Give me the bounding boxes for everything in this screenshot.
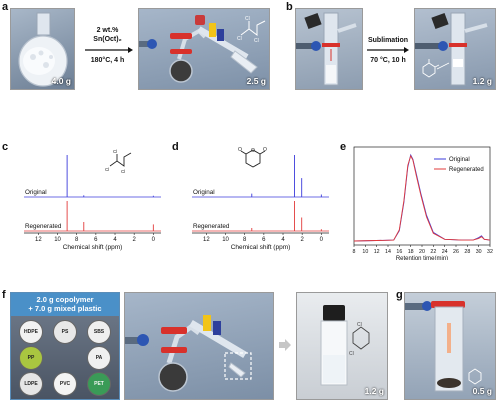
nmr-series-label: Original (193, 189, 215, 196)
panel-label-c: c (2, 141, 9, 153)
nmr-tick-label: 6 (94, 237, 98, 243)
nmr-tick-label: 4 (113, 237, 117, 243)
nmr-series-label: Original (25, 189, 47, 196)
svg-text:O: O (251, 148, 255, 154)
nmr-tick-label: 8 (75, 237, 79, 243)
nmr-series-label: Regenerated (25, 223, 62, 230)
gpc-tick-label: 26 (453, 249, 459, 255)
start-mass-label: 4.0 g (51, 76, 71, 86)
process-arrow-f (279, 339, 291, 351)
nmr-tick-label: 12 (203, 237, 210, 243)
photo-mixed-plastic-setup (124, 292, 274, 400)
photo-glutaric-anhydride-product: 0.5 g (404, 292, 496, 400)
photo-regenerated-liquid-vial: Cl Cl 1.2 g (296, 292, 388, 400)
product-mass-g: 0.5 g (472, 386, 492, 396)
nmr-tick-label: 2 (133, 237, 137, 243)
mixed-plastic-panel: 2.0 g copolymer + 7.0 g mixed plastic HD… (10, 292, 120, 400)
plastic-sample-ldpe: LDPE (19, 372, 43, 396)
svg-text:Cl: Cl (349, 351, 354, 357)
svg-text:Cl: Cl (254, 38, 259, 43)
svg-text:Cl: Cl (245, 16, 250, 22)
nmr-tick-label: 12 (35, 237, 42, 243)
gpc-tick-label: 20 (419, 249, 425, 255)
product-mass-a: 2.5 g (246, 76, 266, 86)
photo-sublimation-start (295, 8, 363, 90)
gpc-tick-label: 8 (353, 249, 356, 255)
nmr-series-label: Regenerated (193, 223, 230, 230)
gpc-tick-label: 18 (408, 249, 414, 255)
nmr-tick-label: 10 (222, 237, 229, 243)
panel-label-a: a (2, 1, 9, 13)
plastic-sample-ps: PS (53, 320, 77, 344)
svg-text:O: O (263, 147, 267, 153)
gpc-tick-label: 22 (430, 249, 436, 255)
svg-text:Cl: Cl (121, 169, 125, 174)
reaction-arrow-b (367, 47, 409, 53)
panel-label-b: b (286, 1, 293, 13)
plastic-sample-pa: PA (87, 346, 111, 370)
gpc-tick-label: 12 (374, 249, 380, 255)
nmr-tick-label: 10 (54, 237, 61, 243)
mixed-plastic-header-2: + 7.0 g mixed plastic (28, 304, 102, 313)
plastic-sample-pp: PP (19, 346, 43, 370)
photo-starting-material-flask: 4.0 g (10, 8, 75, 90)
product-mass-f: 1.2 g (364, 386, 384, 396)
structure-trichloro-lactone-c: Cl Cl Cl (104, 148, 134, 174)
nmr-x-axis-label: Chemical shift (ppm) (231, 244, 291, 251)
mixed-plastic-header-1: 2.0 g copolymer (36, 295, 94, 304)
panel-label-f: f (2, 289, 6, 301)
svg-text:O: O (238, 147, 242, 153)
gpc-tick-label: 24 (442, 249, 448, 255)
photo-sublimation-product: 1.2 g (414, 8, 496, 90)
reaction-condition-3: 180°C, 4 h (90, 57, 125, 64)
gpc-tick-label: 30 (476, 249, 482, 255)
gpc-tick-label: 16 (396, 249, 402, 255)
photo-depolymerization-setup: Cl Cl Cl 2.5 g (138, 8, 270, 90)
reaction-arrow-a (85, 47, 133, 53)
gpc-tick-label: 14 (385, 249, 391, 255)
reaction-condition-1: 2 wt.% (96, 27, 119, 34)
panel-label-g: g (396, 289, 403, 301)
gpc-x-axis-label: Retention time(min) (396, 256, 448, 260)
nmr-x-axis-label: Chemical shift (ppm) (63, 244, 123, 251)
plastic-sample-pvc: PVC (53, 372, 77, 396)
nmr-tick-label: 0 (152, 237, 156, 243)
nmr-tick-label: 4 (281, 237, 285, 243)
panel-label-e: e (340, 141, 347, 153)
gpc-legend-label: Regenerated (449, 167, 484, 173)
gpc-legend-label: Original (449, 157, 470, 163)
svg-text:Cl: Cl (237, 36, 242, 42)
plastic-sample-hdpe: HDPE (19, 320, 43, 344)
reaction-condition-2: Sn(Oct)₂ (93, 36, 122, 43)
product-mass-b: 1.2 g (472, 76, 492, 86)
sublimation-condition-1: Sublimation (367, 37, 409, 44)
svg-text:Cl: Cl (105, 167, 109, 172)
plastic-sample-sbs: SBS (87, 320, 111, 344)
panel-label-d: d (172, 141, 179, 153)
svg-text:Cl: Cl (113, 149, 117, 154)
nmr-tick-label: 8 (243, 237, 247, 243)
structure-glutaric-anhydride-d: O O O (236, 146, 270, 174)
nmr-tick-label: 0 (320, 237, 324, 243)
nmr-tick-label: 2 (301, 237, 305, 243)
structure-trichloro-lactone: Cl Cl Cl (235, 15, 269, 43)
plastic-grid: HDPE PS SBS PP PA LDPE PVC PET (11, 316, 119, 399)
gpc-series-regenerated (353, 154, 491, 242)
svg-text:Cl: Cl (357, 322, 362, 328)
gpc-tick-label: 10 (362, 249, 368, 255)
nmr-tick-label: 6 (262, 237, 266, 243)
gpc-tick-label: 28 (464, 249, 470, 255)
gpc-tick-label: 32 (487, 249, 493, 255)
sublimation-condition-2: 70 °C, 10 h (370, 57, 406, 64)
plastic-sample-pet: PET (87, 372, 111, 396)
